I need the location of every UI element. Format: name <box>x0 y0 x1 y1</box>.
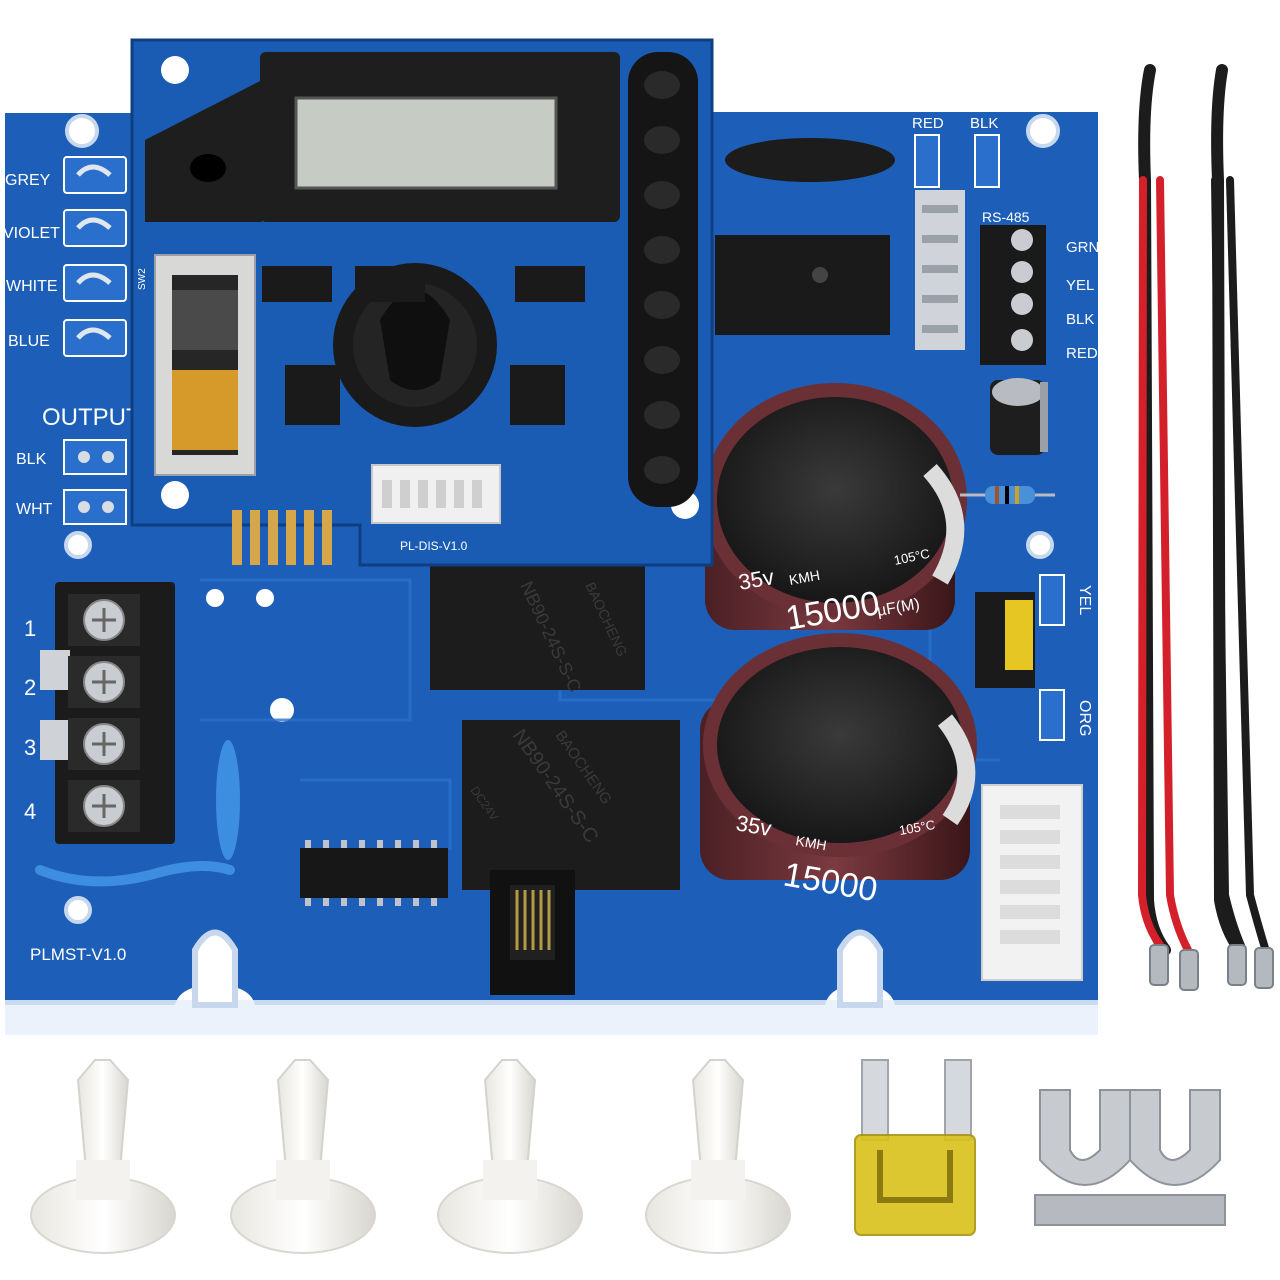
label-blue: BLUE <box>8 333 50 350</box>
lcd-button <box>190 154 226 182</box>
terminal-number-3: 3 <box>24 735 36 760</box>
capacitor-brand: KMH <box>794 832 827 853</box>
side-label-yel: YEL <box>1076 585 1093 615</box>
white-connector <box>981 784 1083 981</box>
capacitor-temp: 105°C <box>893 546 932 568</box>
mount-hole <box>65 114 99 148</box>
rotary-knob[interactable] <box>333 263 497 427</box>
power-relay <box>715 235 890 335</box>
small-capacitor <box>990 378 1048 455</box>
capacitor-voltage: 35v <box>734 810 773 841</box>
smd-chip <box>262 266 585 425</box>
screw-terminal-block <box>40 582 175 844</box>
standoff <box>645 1059 791 1254</box>
rs485-pin-blk: BLK <box>1066 311 1094 328</box>
label-white: WHITE <box>6 278 58 295</box>
rs485-pin-red: RED <box>1066 345 1098 362</box>
mount-hole <box>270 698 294 722</box>
capacitor: 15000 35v KMH 105°C <box>700 633 977 909</box>
side-label-org: ORG <box>1076 700 1093 736</box>
label-output-blk: BLK <box>16 451 47 468</box>
lcd-module <box>145 52 620 222</box>
capacitor-brand: KMH <box>788 567 821 588</box>
ic-chip <box>300 840 448 906</box>
output-heading: OUTPUT <box>42 404 141 431</box>
wire-pair <box>1137 64 1274 991</box>
label-grey: GREY <box>5 172 51 189</box>
jumper-clip <box>1034 1089 1226 1226</box>
display-board: SW2 PL-DIS-V1.0 <box>130 38 714 567</box>
input-connectors <box>63 156 127 357</box>
mount-hole <box>1026 114 1060 148</box>
resistor <box>960 486 1055 504</box>
led-strip <box>628 52 698 507</box>
slide-switch <box>154 254 256 476</box>
standoff <box>30 1059 176 1254</box>
display-header <box>371 464 501 524</box>
varistor-lead <box>35 861 235 887</box>
mount-hole <box>1026 531 1054 559</box>
varistor <box>216 740 240 860</box>
terminal-number-1: 1 <box>24 616 36 641</box>
rs485-pin-grn: GRN <box>1066 239 1099 256</box>
relay: NB90-24S-S-C BAOCHENG <box>430 565 645 695</box>
top-label-red: RED <box>912 115 944 132</box>
label-output-wht: WHT <box>16 501 53 518</box>
relay: NB90-24S-S-C BAOCHENG DC24V <box>462 720 680 890</box>
mount-hole <box>64 531 92 559</box>
fuse-holder <box>975 592 1035 688</box>
main-board-model: PLMST-V1.0 <box>30 945 126 964</box>
mount-hole <box>206 589 224 607</box>
rs485-terminal <box>980 225 1046 365</box>
label-violet: VIOLET <box>3 225 60 242</box>
display-board-model: PL-DIS-V1.0 <box>400 539 468 553</box>
capacitor-temp: 105°C <box>898 817 936 838</box>
mount-hole <box>64 896 92 924</box>
switch-label: SW2 <box>137 268 148 290</box>
rs485-pin-yel: YEL <box>1066 277 1094 294</box>
capacitor-voltage: 35v <box>737 564 776 595</box>
gold-pads <box>232 510 332 565</box>
keyhole-slot <box>192 929 238 1008</box>
heat-sink <box>915 190 965 350</box>
terminal-number-4: 4 <box>24 799 36 824</box>
top-label-blk: BLK <box>970 115 998 132</box>
standoff <box>230 1059 376 1254</box>
rj-jack <box>490 870 575 995</box>
capacitor: 15000 µF(M) 35v KMH 105°C <box>703 383 967 638</box>
mount-hole <box>256 589 274 607</box>
lcd-screen <box>294 96 558 190</box>
inductor <box>725 138 895 182</box>
keyhole-slot <box>837 929 883 1008</box>
rs485-label: RS-485 <box>982 209 1030 225</box>
terminal-number-2: 2 <box>24 675 36 700</box>
standoff <box>437 1059 583 1254</box>
blade-fuse <box>854 1059 976 1236</box>
